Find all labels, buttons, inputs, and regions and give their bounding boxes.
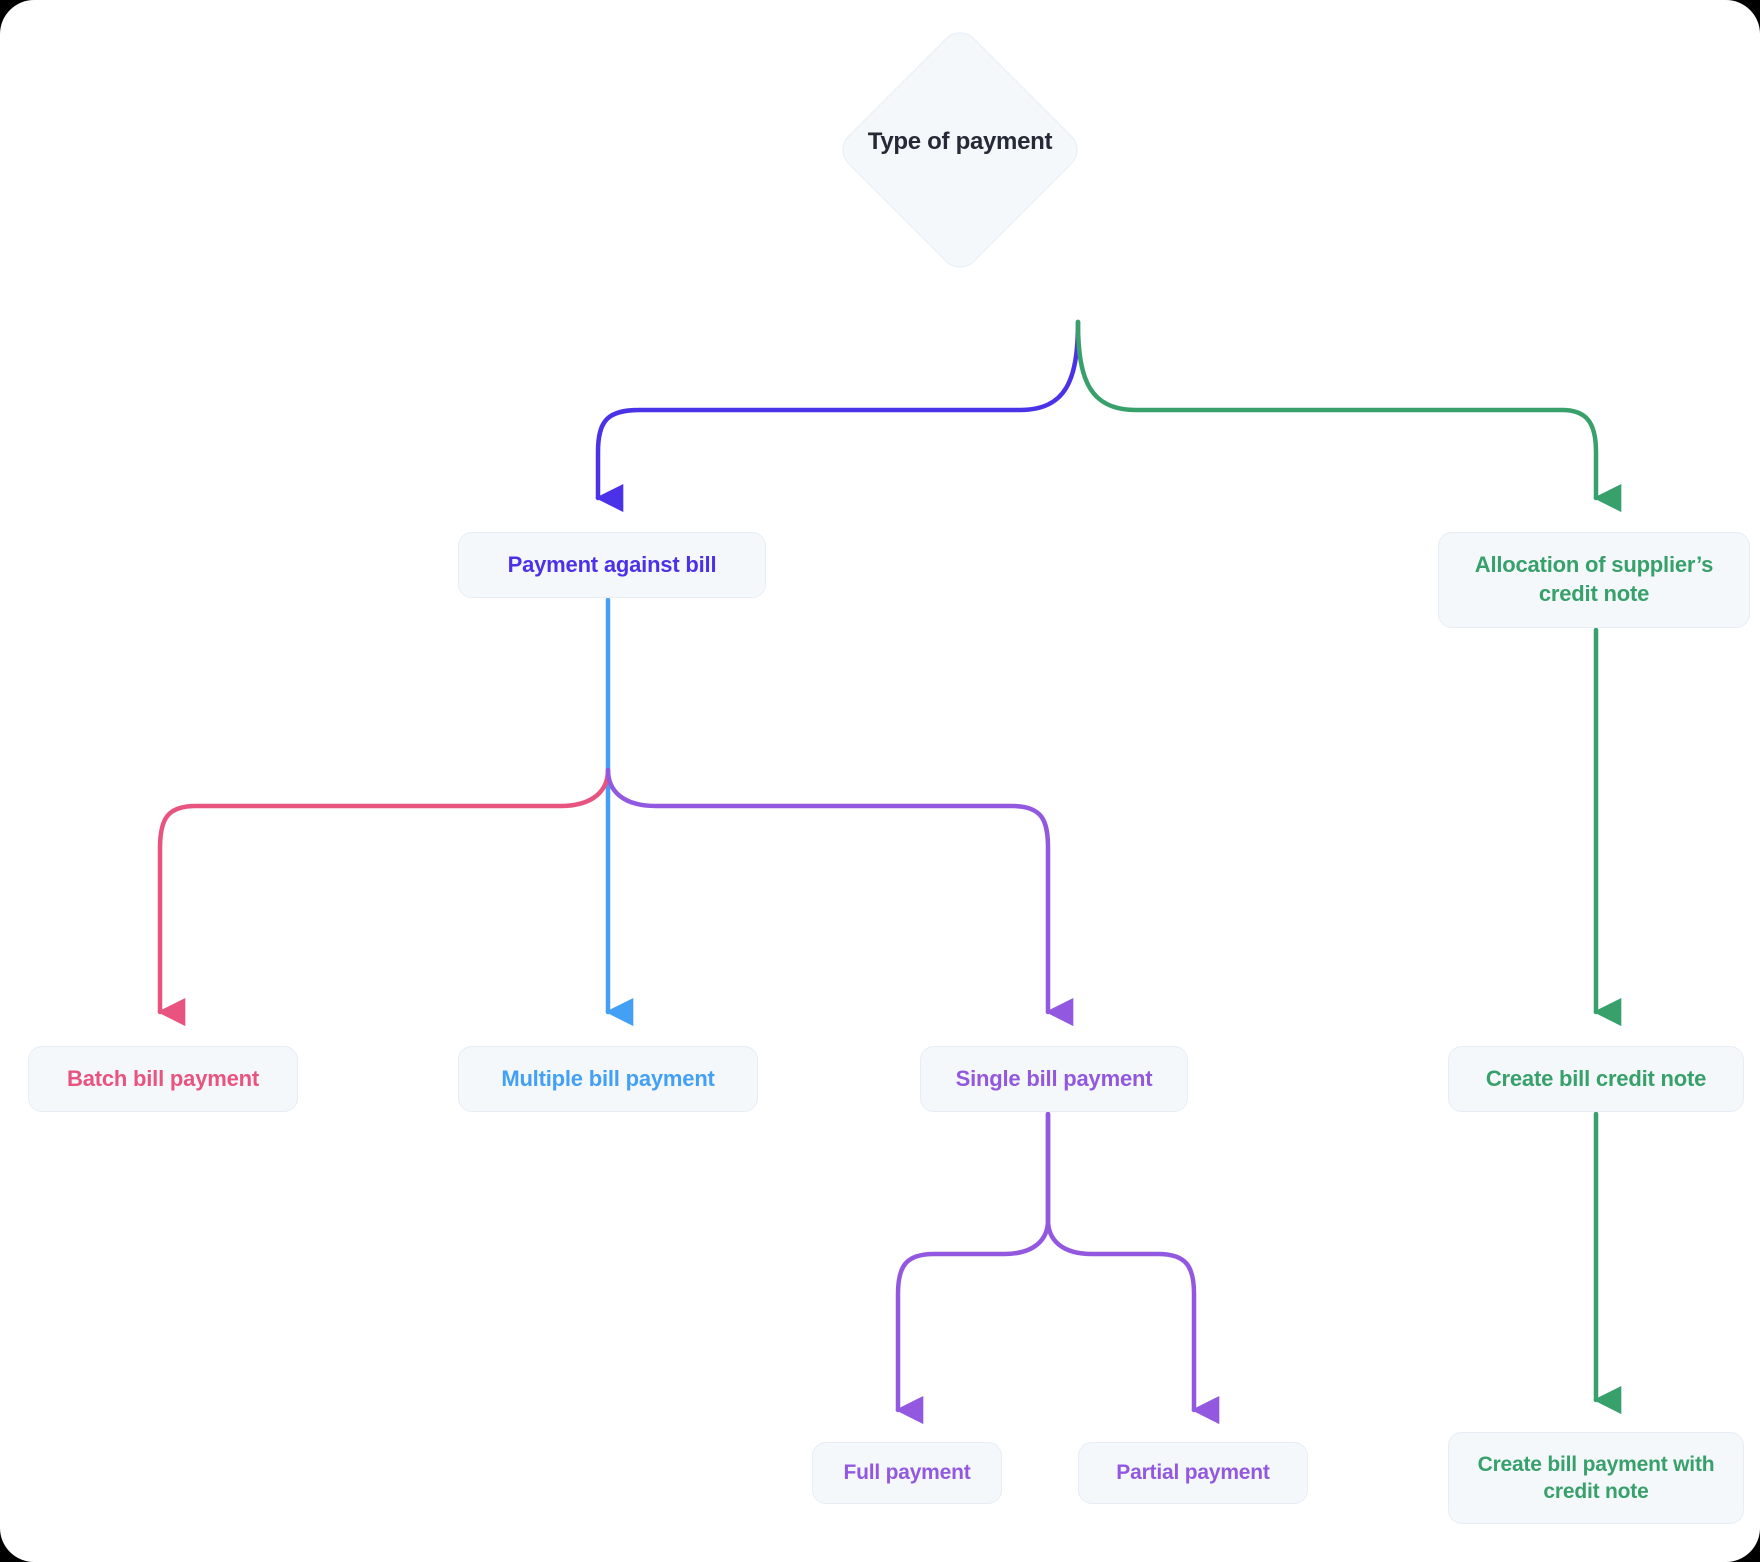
edge-single-to-full: [895, 1111, 1051, 1425]
node-full-payment[interactable]: Full payment: [812, 1442, 1002, 1504]
node-single-bill-payment[interactable]: Single bill payment: [920, 1046, 1188, 1112]
node-create-bill-payment-with-credit-note-label: Create bill payment with credit note: [1477, 1452, 1715, 1503]
node-payment-against-bill[interactable]: Payment against bill: [458, 532, 766, 598]
edge-root-to-allocation: [1075, 319, 1622, 513]
edge-payment-to-single: [605, 767, 1074, 1027]
node-payment-against-bill-label: Payment against bill: [507, 551, 717, 577]
edge-payment-to-batch: [157, 767, 611, 1027]
node-single-bill-payment-label: Single bill payment: [955, 1065, 1153, 1091]
node-multiple-bill-payment-label: Multiple bill payment: [501, 1065, 715, 1091]
node-allocation-of-suppliers-credit-note-label: Allocation of supplier’s credit note: [1474, 552, 1714, 606]
node-partial-payment[interactable]: Partial payment: [1078, 1442, 1308, 1504]
node-batch-bill-payment[interactable]: Batch bill payment: [28, 1046, 298, 1112]
edge-single-to-partial: [1045, 1111, 1220, 1425]
node-type-of-payment-label: Type of payment: [867, 128, 1053, 155]
edge-root-to-payment-against-bill: [595, 319, 1081, 513]
node-create-bill-credit-note-label: Create bill credit note: [1485, 1065, 1707, 1091]
node-full-payment-label: Full payment: [843, 1461, 971, 1485]
node-create-bill-payment-with-credit-note[interactable]: Create bill payment with credit note: [1448, 1432, 1744, 1524]
node-batch-bill-payment-label: Batch bill payment: [67, 1065, 259, 1091]
node-create-bill-credit-note[interactable]: Create bill credit note: [1448, 1046, 1744, 1112]
node-multiple-bill-payment[interactable]: Multiple bill payment: [458, 1046, 758, 1112]
node-allocation-of-suppliers-credit-note[interactable]: Allocation of supplier’s credit note: [1438, 532, 1750, 628]
node-partial-payment-label: Partial payment: [1116, 1461, 1270, 1485]
